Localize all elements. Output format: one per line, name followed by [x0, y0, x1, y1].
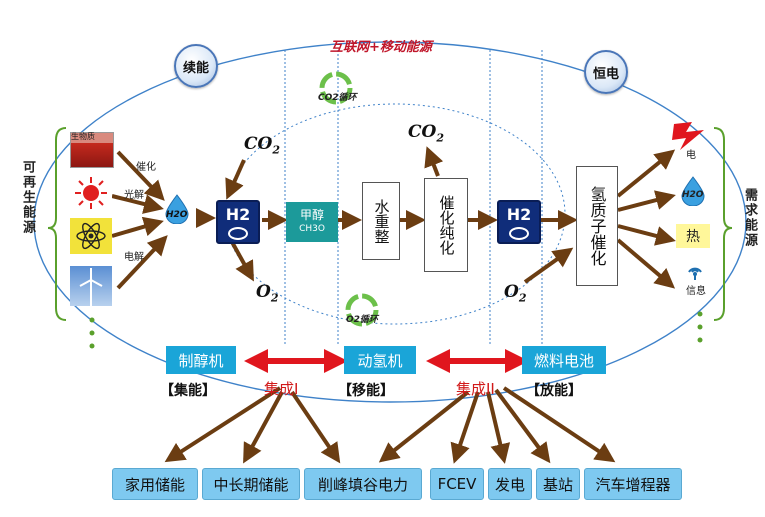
purify-box: 催化纯化	[424, 178, 468, 272]
o2-right-label: O2	[504, 282, 527, 305]
water-drop-output-icon	[680, 176, 706, 210]
methanol-box: 甲醇 CH3O	[286, 202, 338, 242]
o2-left-label: O2	[256, 282, 279, 305]
lightning-icon	[670, 120, 710, 156]
h2-box-right: H2	[497, 200, 541, 244]
outer-ellipse	[33, 41, 747, 403]
electricity-label: 电	[686, 150, 696, 161]
integration-label-left: 集成I	[264, 380, 299, 398]
photolysis-label: 光解	[124, 190, 144, 201]
app-long-term-storage: 中长期储能	[202, 468, 300, 500]
h2-label: H2	[506, 204, 532, 224]
biomass-label: 生物质	[71, 132, 95, 141]
app-home-storage: 家用储能	[112, 468, 198, 500]
electrolysis-label: 电解	[124, 252, 144, 263]
proton-box: 氢质子催化	[576, 166, 618, 286]
app-peak-shaving: 削峰填谷电力	[304, 468, 422, 500]
side-label-right: 需求能源	[742, 188, 757, 248]
app-range-extender: 汽车增程器	[584, 468, 682, 500]
co2-cycle-label: CO2循环	[318, 93, 357, 103]
heat-box: 热	[676, 224, 710, 248]
h2o-left-label: H2O	[166, 210, 188, 220]
app-power-generation: 发电	[488, 468, 532, 500]
h2-box-left: H2	[216, 200, 260, 244]
badge-left: 续能	[174, 44, 218, 88]
o2-cycle-icon	[344, 292, 380, 332]
o2-cycle-label: O2循环	[346, 315, 378, 325]
stage-box-methanol-maker: 制醇机	[166, 346, 236, 374]
eye-icon	[228, 226, 248, 240]
stage-label-move: 【移能】	[338, 383, 394, 399]
top-title: 互联网+移动能源	[330, 40, 432, 55]
co2-right-label: CO2	[408, 122, 444, 145]
app-fcev: FCEV	[430, 468, 484, 500]
water-drop-icon	[164, 194, 190, 228]
h2o-output-label: H2O	[682, 190, 704, 200]
app-base-station: 基站	[536, 468, 580, 500]
stage-box-fuel-cell: 燃料电池	[522, 346, 606, 374]
badge-right: 恒电	[584, 50, 628, 94]
stage-box-hydrogen-engine: 动氢机	[344, 346, 416, 374]
h2-label: H2	[225, 204, 251, 224]
methanol-label: 甲醇	[299, 208, 324, 222]
side-label-left: 可再生能源	[20, 160, 35, 235]
reform-box: 水重整	[362, 182, 400, 260]
stage-label-release: 【放能】	[526, 383, 582, 399]
left-bracket	[47, 127, 67, 321]
methanol-formula: CH3O	[299, 224, 325, 234]
co2-cycle-icon	[318, 70, 354, 110]
eye-icon	[509, 226, 529, 240]
atom-icon	[70, 218, 112, 254]
sun-icon	[70, 176, 112, 210]
right-bracket	[713, 127, 733, 321]
antenna-icon	[686, 262, 704, 284]
stage-label-collect: 【集能】	[160, 383, 216, 399]
biomass-icon: 生物质	[70, 132, 114, 168]
co2-left-label: CO2	[244, 134, 280, 157]
integration-label-right: 集成II	[456, 380, 495, 398]
wind-turbine-icon	[70, 266, 112, 306]
catalysis-label: 催化	[136, 162, 156, 173]
info-label: 信息	[686, 286, 706, 297]
